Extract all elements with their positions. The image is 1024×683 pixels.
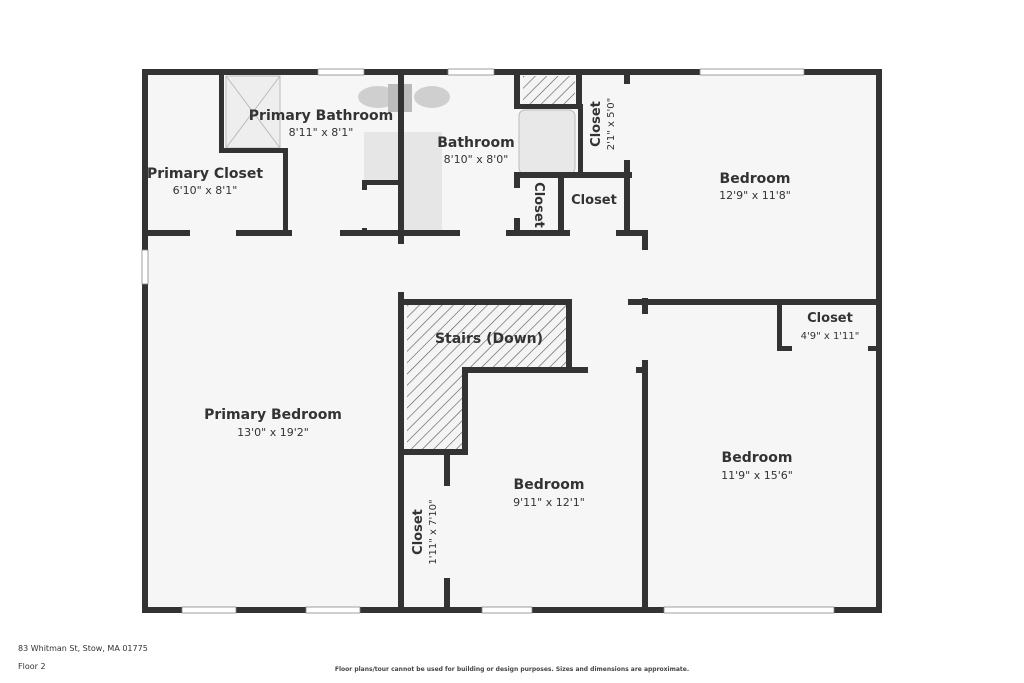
room-name: Primary Bedroom [204,407,342,423]
room-name: Primary Closet [147,166,263,182]
room-closet-right: Closet 4'9" x 1'11" [801,311,860,342]
room-name: Closet [807,311,853,326]
chase-hatch [523,76,575,104]
room-dims: 2'1" x 5'0" [606,98,617,150]
room-name: Primary Bathroom [249,108,393,124]
stairs-hatch [407,304,568,450]
room-name: Stairs (Down) [435,331,543,347]
toilet-right [414,86,450,108]
room-bedroom-middle: Bedroom 9'11" x 12'1" [513,477,585,509]
room-name: Bedroom [720,171,791,187]
room-name: Closet [411,509,426,555]
room-name: Closet [531,182,546,228]
room-closet-small-vertical: Closet [531,182,546,228]
room-bedroom-top-right: Bedroom 12'9" x 11'8" [719,171,791,202]
room-dims: 13'0" x 19'2" [237,426,309,439]
room-stairs: Stairs (Down) [435,331,543,347]
room-name: Closet [571,193,617,208]
room-primary-closet: Primary Closet 6'10" x 8'1" [147,166,263,197]
room-name: Bedroom [722,450,793,466]
room-closet-small: Closet [571,193,617,208]
room-closet-upper-vertical: Closet 2'1" x 5'0" [589,98,617,150]
room-bathroom: Bathroom 8'10" x 8'0" [437,135,515,166]
vanity-left [364,132,400,184]
room-primary-bedroom: Primary Bedroom 13'0" x 19'2" [204,407,342,439]
room-dims: 1'11" x 7'10" [428,499,439,564]
windows [141,68,835,614]
floor-caption: Floor 2 [18,662,46,671]
room-dims: 4'9" x 1'11" [801,331,860,342]
room-dims: 11'9" x 15'6" [721,469,793,482]
room-dims: 8'10" x 8'0" [444,153,509,166]
room-name: Closet [589,101,604,147]
door-openings [190,84,868,578]
room-dims: 8'11" x 8'1" [289,126,354,139]
room-bedroom-bottom-right: Bedroom 11'9" x 15'6" [721,450,793,482]
vanity-right [404,132,442,230]
room-dims: 12'9" x 11'8" [719,189,791,202]
room-name: Bedroom [514,477,585,493]
room-primary-bathroom: Primary Bathroom 8'11" x 8'1" [249,108,393,139]
disclaimer-caption: Floor plans/tour cannot be used for buil… [334,666,690,673]
address-caption: 83 Whitman St, Stow, MA 01775 [18,644,148,653]
room-name: Bathroom [437,135,515,151]
room-dims: 9'11" x 12'1" [513,496,585,509]
room-dims: 6'10" x 8'1" [173,184,238,197]
room-closet-lower-vertical: Closet 1'11" x 7'10" [411,499,439,564]
bathtub [518,109,576,175]
